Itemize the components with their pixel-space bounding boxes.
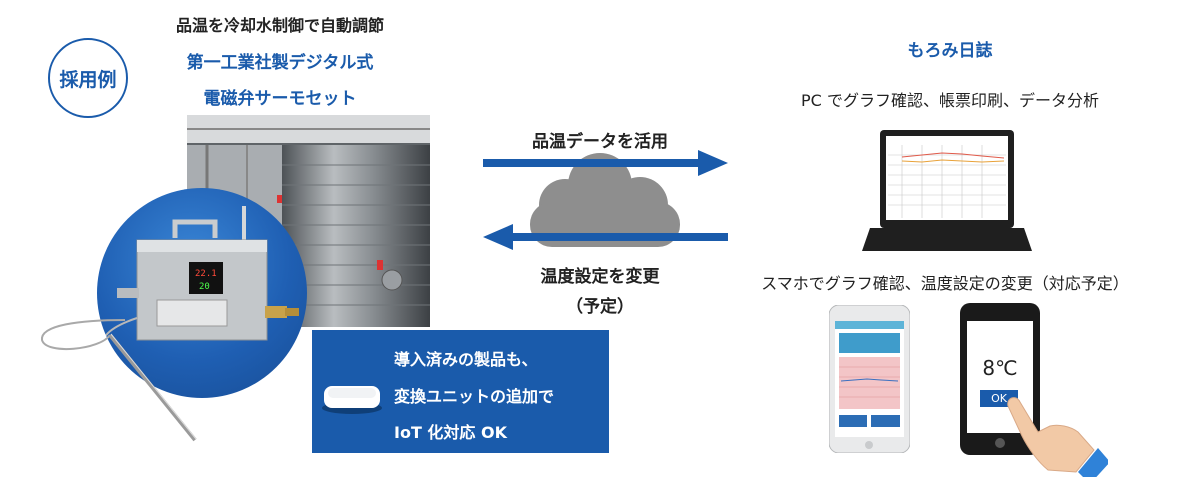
moromi-diary-title: もろみ日誌	[907, 41, 993, 61]
info-line1: 導入済みの製品も、	[394, 350, 538, 369]
arrow-right	[483, 150, 728, 176]
pc-caption: PC でグラフ確認、帳票印刷、データ分析	[801, 91, 1099, 110]
bottom-arrow-label: 温度設定を変更	[540, 267, 660, 287]
conversion-unit-icon	[322, 386, 382, 414]
top-arrow-label: 品温データを活用	[532, 132, 668, 152]
hand-icon	[1007, 397, 1108, 477]
info-line2: 変換ユニットの追加で	[394, 387, 555, 406]
product-description-line1: 品温を冷却水制御で自動調節	[175, 16, 384, 35]
product-maker-line: 第一工業社製デジタル式	[186, 53, 374, 73]
phone-caption: スマホでグラフ確認、温度設定の変更（対応予定）	[761, 274, 1129, 293]
smartphone-app-icon	[829, 305, 910, 453]
arrow-left	[483, 224, 728, 250]
device-display-top: 22.1	[195, 269, 217, 279]
device-display-bottom: 20	[199, 282, 210, 292]
iot-conversion-info-box: 導入済みの製品も、 変換ユニットの追加で IoT 化対応 OK	[312, 330, 609, 453]
product-name-line: 電磁弁サーモセット	[203, 89, 357, 109]
laptop-icon	[862, 130, 1032, 251]
bottom-arrow-sublabel: （予定）	[566, 297, 634, 317]
phone-temperature-value: 8℃	[982, 356, 1018, 380]
info-line3: IoT 化対応 OK	[394, 423, 508, 442]
temperature-probe	[41, 319, 197, 442]
adoption-example-badge: 採用例	[48, 38, 128, 118]
